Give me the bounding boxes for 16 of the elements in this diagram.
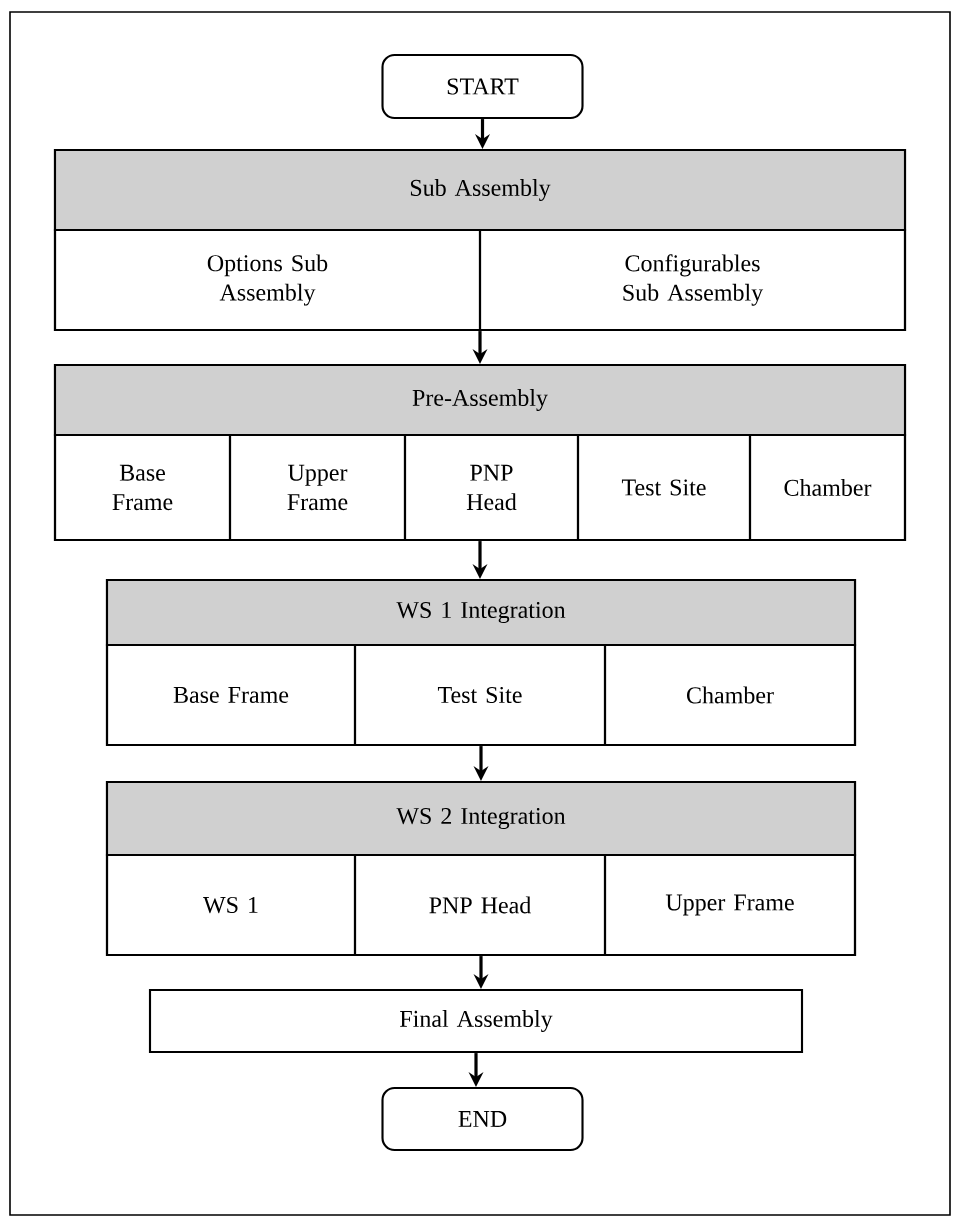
terminal-box: START <box>381 53 584 120</box>
step-cell: Chamber <box>748 433 907 542</box>
step-cell: Test Site <box>353 643 607 747</box>
step-cell: Options Sub Assembly <box>53 228 482 332</box>
step-cell: Upper Frame <box>603 853 857 957</box>
process-box: Final Assembly <box>148 988 804 1054</box>
step-cell: Configurables Sub Assembly <box>478 228 907 332</box>
step-cell: Test Site <box>576 433 752 542</box>
step-cell: PNP Head <box>403 433 580 542</box>
step-cell: WS 1 <box>105 853 357 957</box>
step-cell: Base Frame <box>105 643 357 747</box>
step-cell: Chamber <box>603 643 857 747</box>
step-cell: Upper Frame <box>228 433 407 542</box>
step-cell: PNP Head <box>353 853 607 957</box>
terminal-box: END <box>381 1086 584 1152</box>
step-cell: Base Frame <box>53 433 232 542</box>
